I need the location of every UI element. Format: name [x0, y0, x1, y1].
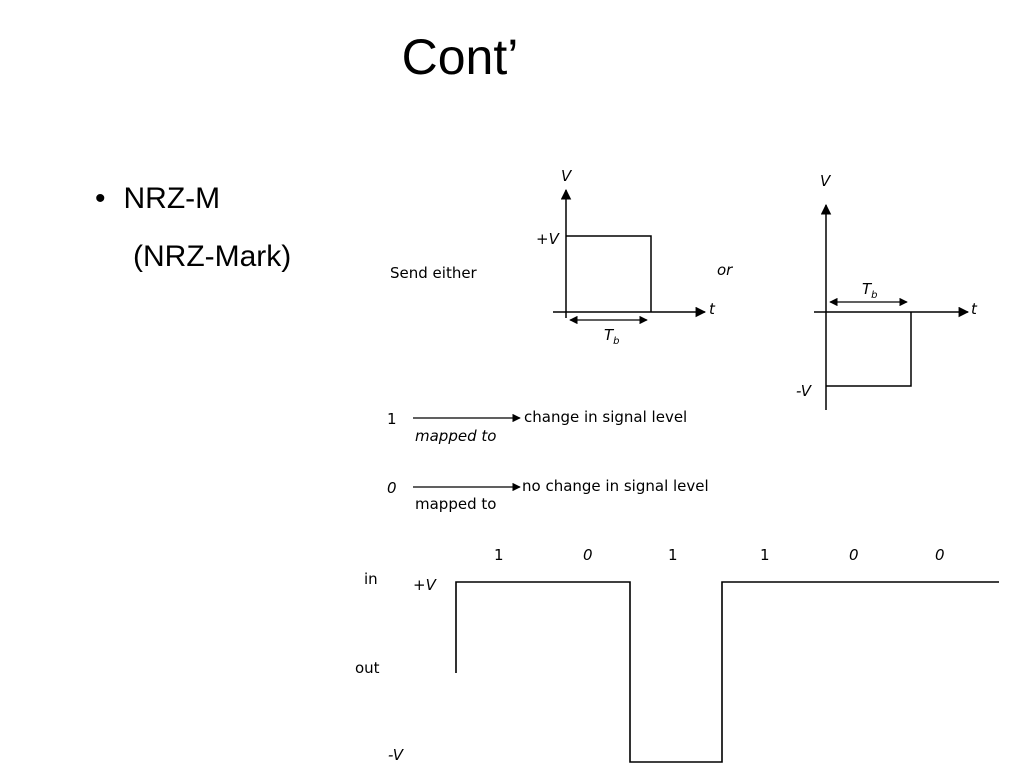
send-either-label: Send either [390, 264, 478, 282]
bit-label: 1 [760, 546, 770, 564]
bullet-text: NRZ-M [123, 182, 221, 215]
in-label: in [364, 570, 378, 588]
v-label-left: V [561, 167, 573, 185]
v-label-right: V [820, 172, 832, 190]
tb-label-left: Tb [604, 326, 620, 347]
plus-v-label-top: +V [536, 230, 561, 248]
minus-v-label-top: -V [796, 382, 813, 400]
rule-zero-mapped: mapped to [415, 495, 496, 513]
t-label-left: t [709, 300, 716, 318]
rule-zero-result: no change in signal level [522, 477, 709, 495]
rule-one-bit: 1 [387, 410, 397, 428]
bullet-item: • NRZ-M [95, 182, 220, 216]
tb-label-right: Tb [862, 280, 878, 301]
bullet-dot: • [95, 182, 106, 215]
negative-pulse [826, 312, 912, 387]
slide-title: Cont’ [401, 29, 519, 85]
or-label: or [717, 261, 733, 279]
positive-pulse [566, 235, 652, 312]
bit-label: 0 [583, 546, 593, 564]
positive-pulse-plot: V t +V Tb [536, 167, 716, 347]
mapping-rule-one: 1 change in signal level mapped to [387, 408, 687, 445]
negative-pulse-plot: V t -V Tb [796, 172, 978, 410]
mapping-rule-zero: 0 no change in signal level mapped to [387, 477, 709, 513]
waveform-signal [455, 581, 999, 763]
waveform-minus-v: -V [388, 746, 405, 764]
bullet-subtext: (NRZ-Mark) [133, 240, 292, 273]
bit-label: 1 [668, 546, 678, 564]
bit-label: 0 [849, 546, 859, 564]
bit-label: 0 [935, 546, 945, 564]
rule-one-mapped: mapped to [415, 427, 496, 445]
out-label: out [355, 659, 380, 677]
rule-zero-bit: 0 [387, 479, 397, 497]
nrz-m-waveform: in out +V -V 1 0 1 1 0 0 [355, 546, 999, 764]
t-label-right: t [971, 300, 978, 318]
rule-one-result: change in signal level [524, 408, 687, 426]
bit-label: 1 [494, 546, 504, 564]
waveform-plus-v: +V [413, 576, 438, 594]
